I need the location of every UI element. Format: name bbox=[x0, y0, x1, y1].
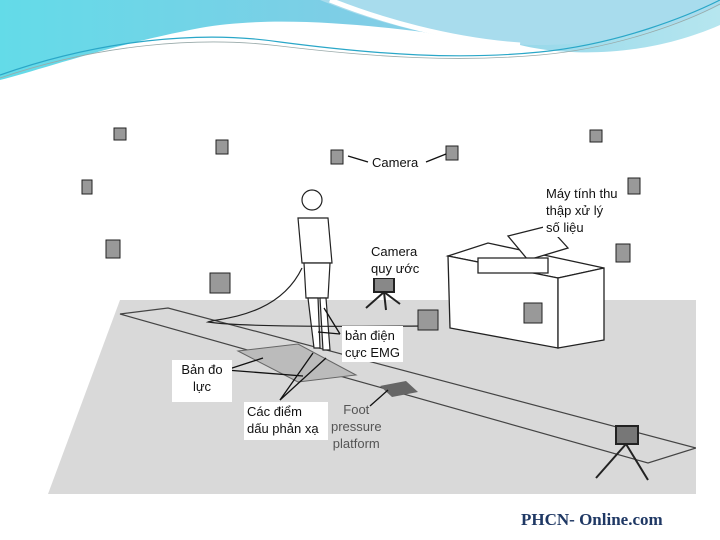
emg-label-line: cực EMG bbox=[345, 345, 400, 360]
computer-desk bbox=[445, 225, 605, 349]
computer-label-line: Máy tính thu bbox=[546, 186, 618, 201]
markers-label-line: dấu phản xạ bbox=[247, 421, 319, 436]
foot-pressure-label-line: pressure bbox=[331, 419, 382, 434]
walking-person-figure bbox=[297, 189, 333, 351]
reference-camera-tripod bbox=[365, 277, 401, 311]
corner-camera-tripod bbox=[595, 425, 649, 481]
force-plate-label: Bản đo lực bbox=[172, 360, 232, 402]
force-plate-label-line: lực bbox=[192, 379, 212, 394]
computer-label-line: số liệu bbox=[546, 220, 584, 235]
wall-cameras bbox=[81, 127, 641, 331]
gait-lab-diagram: Camera Máy tính thu thập xử lý số liệu C… bbox=[48, 118, 699, 494]
header-wave-decoration bbox=[0, 0, 720, 80]
emg-electrode-label: bản điện cực EMG bbox=[342, 326, 403, 362]
reference-camera-label-line: quy ước bbox=[371, 261, 420, 276]
force-plate-label-line: Bản đo bbox=[181, 362, 223, 377]
reflective-markers-label: Các điểm dấu phản xạ bbox=[244, 402, 328, 440]
computer-label-line: thập xử lý bbox=[546, 203, 604, 218]
foot-pressure-platform bbox=[380, 381, 418, 397]
computer-label: Máy tính thu thập xử lý số liệu bbox=[543, 184, 621, 237]
reference-camera-label-line: Camera bbox=[371, 244, 418, 259]
force-plate bbox=[236, 343, 358, 383]
foot-pressure-label: Foot pressure platform bbox=[328, 400, 385, 453]
gait-lab-illustration bbox=[48, 127, 699, 494]
reference-camera-label: Camera quy ước bbox=[368, 242, 423, 278]
emg-label-line: bản điện bbox=[345, 328, 395, 343]
lab-floor bbox=[48, 300, 696, 494]
foot-pressure-label-line: platform bbox=[332, 436, 380, 451]
markers-label-line: Các điểm bbox=[247, 404, 302, 419]
camera-label: Camera bbox=[369, 153, 422, 172]
footer-site-name: PHCN- Online.com bbox=[521, 510, 663, 529]
foot-pressure-label-line: Foot bbox=[343, 402, 370, 417]
label-arrows bbox=[225, 153, 447, 407]
